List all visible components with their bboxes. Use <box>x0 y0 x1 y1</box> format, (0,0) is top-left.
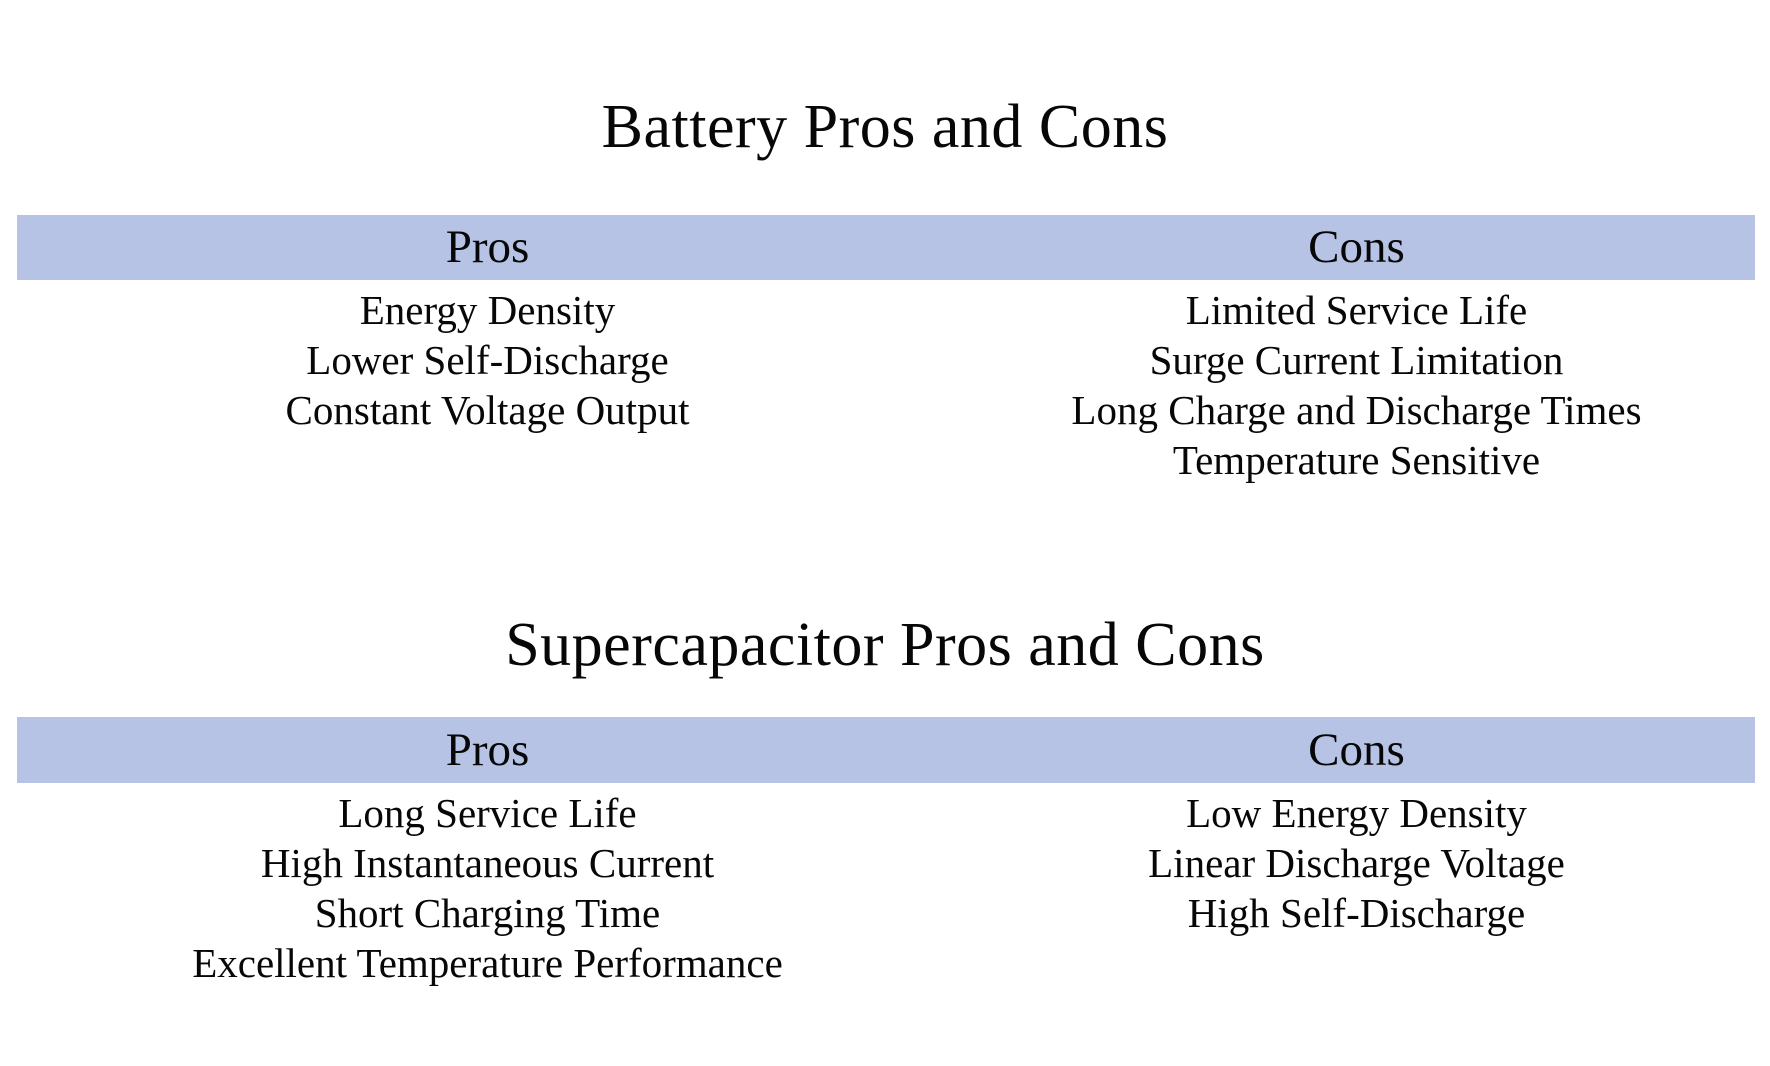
table-cell: Energy Density <box>359 287 616 333</box>
table-cell: Linear Discharge Voltage <box>1148 840 1565 886</box>
table-cell: Temperature Sensitive <box>1172 437 1541 483</box>
battery-pros-column: Energy Density Lower Self-Discharge Cons… <box>17 285 886 435</box>
table-cell: Long Charge and Discharge Times <box>1071 387 1642 433</box>
supercapacitor-table-title: Supercapacitor Pros and Cons <box>505 611 1265 679</box>
supercapacitor-pros-column: Long Service Life High Instantaneous Cur… <box>17 788 886 988</box>
table-cell: Lower Self-Discharge <box>306 337 669 383</box>
table-cell: High Self-Discharge <box>1187 890 1526 936</box>
table-cell: Surge Current Limitation <box>1149 337 1564 383</box>
battery-table-title: Battery Pros and Cons <box>601 93 1169 161</box>
table-cell: Constant Voltage Output <box>285 387 690 433</box>
supercapacitor-header-bar: Pros Cons <box>17 717 1755 783</box>
battery-header-bar: Pros Cons <box>17 215 1755 280</box>
supercapacitor-cons-header: Cons <box>1308 723 1405 776</box>
supercapacitor-cons-column: Low Energy Density Linear Discharge Volt… <box>886 788 1755 938</box>
table-cell: Excellent Temperature Performance <box>192 940 783 986</box>
table-cell: Limited Service Life <box>1185 287 1528 333</box>
battery-pros-header: Pros <box>445 221 530 273</box>
battery-cons-column: Limited Service Life Surge Current Limit… <box>886 285 1755 485</box>
table-cell: Low Energy Density <box>1186 790 1527 836</box>
table-cell: Long Service Life <box>338 790 637 836</box>
table-cell: Short Charging Time <box>314 890 661 936</box>
supercapacitor-pros-header: Pros <box>445 723 530 776</box>
table-cell: High Instantaneous Current <box>260 840 715 886</box>
battery-cons-header: Cons <box>1308 221 1405 273</box>
